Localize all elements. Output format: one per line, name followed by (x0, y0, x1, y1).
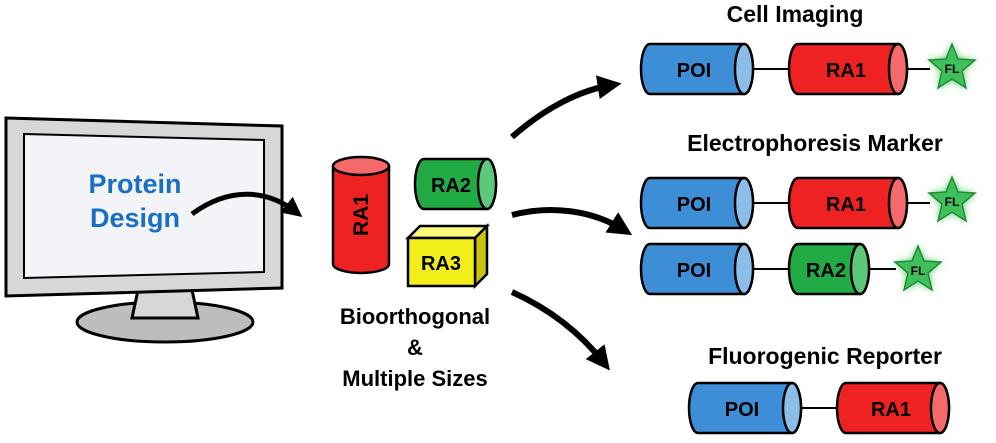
design-text: Design (90, 203, 180, 233)
ampersand-text: & (407, 335, 423, 360)
ra1-vertical-cylinder: RA1 (331, 155, 391, 275)
ra1-label: RA1 (350, 194, 373, 236)
poi-label: POI (677, 60, 711, 82)
construct-electrophoresis-ra1: POI RA1 FL (639, 174, 977, 230)
arrow-to-electrophoresis (511, 207, 633, 236)
cell-imaging-title: Cell Imaging (727, 1, 864, 27)
ra2-label: RA2 (806, 260, 846, 282)
fl-label: FL (945, 62, 960, 76)
arrow-to-fluorogenic (510, 289, 610, 371)
ra2-label: RA2 (431, 175, 471, 197)
bioorthogonal-text: Bioorthogonal (340, 304, 490, 329)
ra3-label: RA3 (421, 253, 461, 275)
design-arrow (190, 191, 303, 217)
poi-label: POI (677, 260, 711, 282)
construct-fluorogenic: POI RA1 (687, 381, 951, 435)
fluorogenic-title: Fluorogenic Reporter (708, 343, 942, 369)
construct-electrophoresis-ra2: POI RA2 FL (639, 242, 943, 296)
construct-cell-imaging: POI RA1 FL (639, 41, 977, 96)
fl-label: FL (911, 264, 926, 278)
ra1-label: RA1 (826, 194, 866, 216)
monitor-screen (23, 132, 265, 280)
fl-label: FL (945, 195, 960, 209)
ra1-label: RA1 (826, 60, 866, 82)
computer-monitor-icon: Protein Design (4, 116, 284, 344)
ra2-cylinder: RA2 (413, 157, 498, 211)
ra3-cube: RA3 (404, 222, 491, 290)
arrow-to-cell-imaging (510, 75, 622, 140)
multiple-sizes-text: Multiple Sizes (342, 366, 487, 391)
poi-label: POI (677, 194, 711, 216)
ra1-label: RA1 (871, 399, 911, 421)
protein-text: Protein (88, 169, 181, 199)
poi-label: POI (725, 399, 759, 421)
electrophoresis-title: Electrophoresis Marker (687, 130, 943, 156)
